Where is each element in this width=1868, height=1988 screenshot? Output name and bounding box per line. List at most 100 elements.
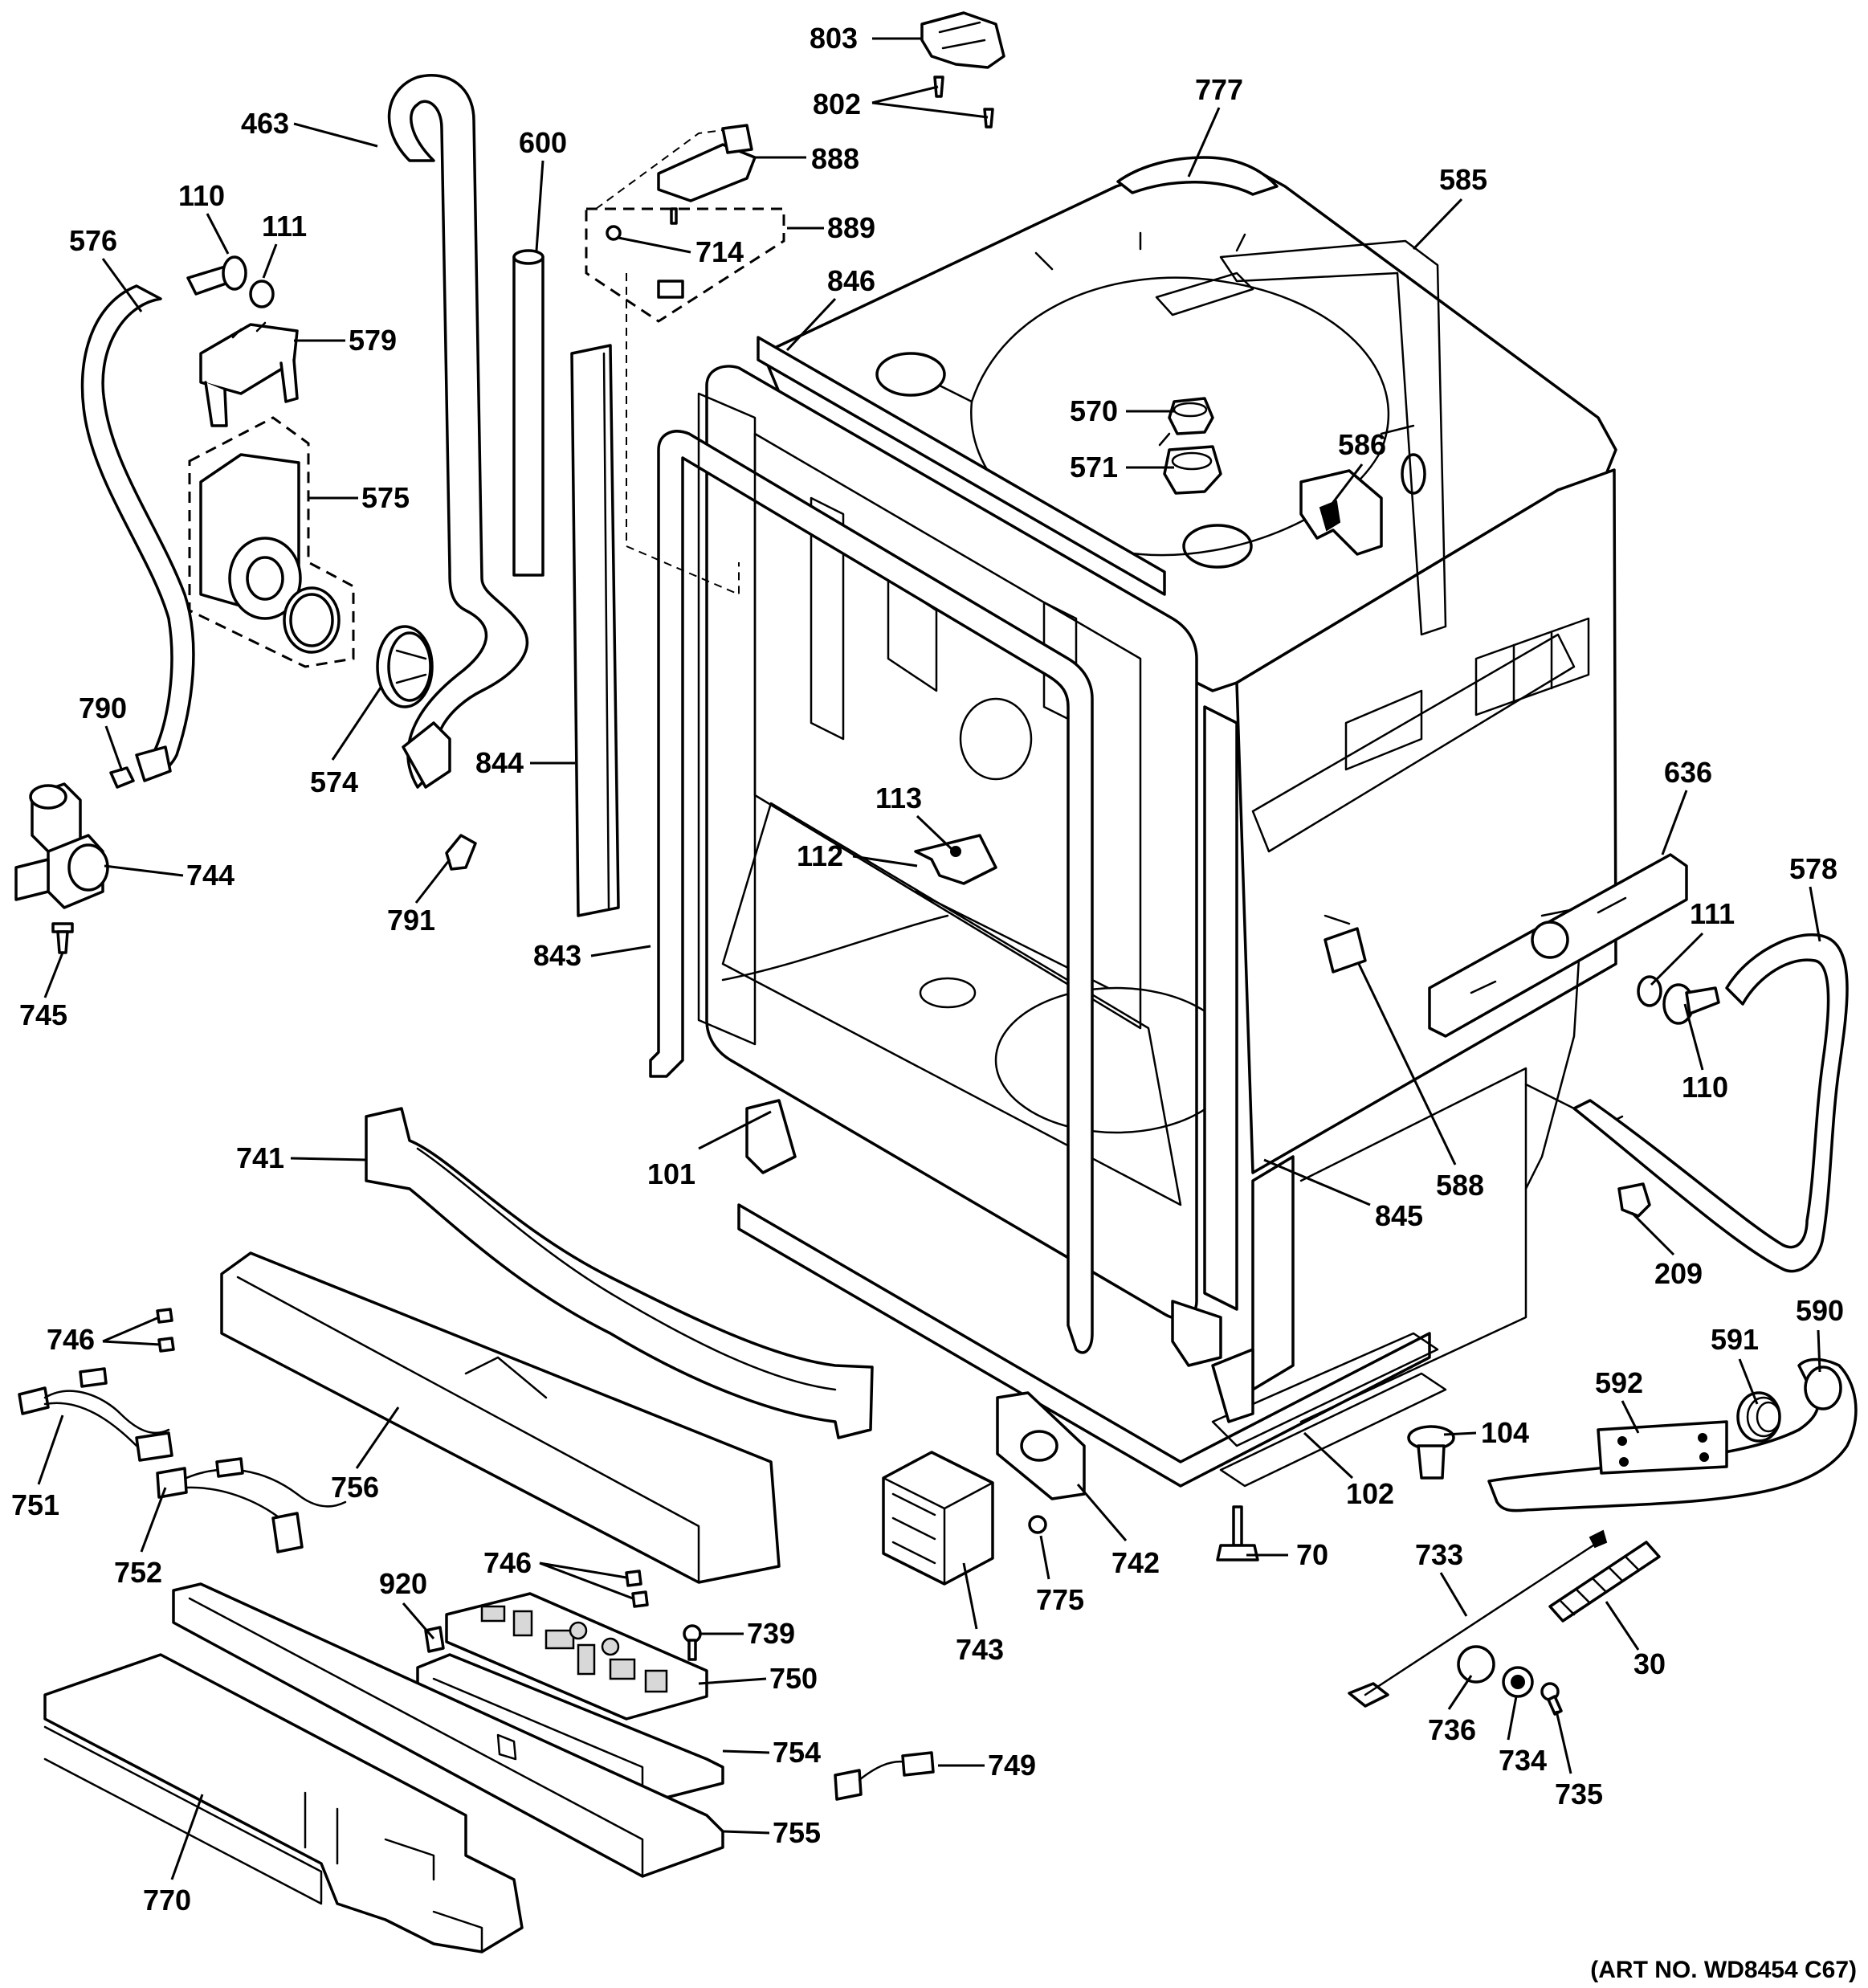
callout-741: 741 — [236, 1141, 284, 1174]
callout-209: 209 — [1654, 1257, 1703, 1290]
grommet-734 — [1502, 1666, 1534, 1698]
box-743 — [882, 1451, 994, 1586]
bracket-755 — [172, 1582, 724, 1878]
leader-line — [206, 213, 230, 255]
callout-755: 755 — [773, 1816, 821, 1849]
cap-104 — [1407, 1425, 1455, 1480]
callout-104: 104 — [1481, 1416, 1529, 1449]
spring-591 — [1736, 1391, 1781, 1443]
screw-745-icon — [51, 922, 74, 954]
callout-102: 102 — [1346, 1477, 1394, 1510]
callout-110: 110 — [178, 179, 225, 212]
callout-845: 845 — [1375, 1199, 1423, 1232]
screw-746-left-icon — [156, 1308, 175, 1353]
callout-889: 889 — [827, 211, 875, 244]
leader-line — [1661, 790, 1688, 855]
bracket-888 — [657, 124, 757, 202]
callout-803: 803 — [810, 22, 858, 55]
leader-line — [140, 1487, 167, 1553]
leader-line — [916, 814, 954, 851]
leader-line — [170, 1794, 204, 1880]
group-889-outline — [585, 207, 785, 323]
callout-802: 802 — [813, 88, 861, 120]
leader-line — [590, 945, 651, 957]
callout-791: 791 — [387, 904, 435, 937]
leveling-leg-70 — [1216, 1505, 1259, 1561]
screw-746-center-icon — [625, 1570, 649, 1608]
callout-735: 735 — [1555, 1778, 1603, 1810]
leader-line — [698, 1110, 772, 1150]
callout-111: 111 — [262, 210, 307, 243]
harness-749 — [834, 1751, 935, 1801]
callout-111: 111 — [1690, 897, 1735, 930]
leader-line — [1263, 1158, 1371, 1206]
group-888-outline — [595, 129, 724, 210]
callout-750: 750 — [769, 1662, 818, 1695]
callout-746: 746 — [47, 1323, 95, 1356]
fitting-570 — [1168, 397, 1214, 435]
callout-752: 752 — [114, 1556, 162, 1589]
screw-113-icon — [950, 846, 961, 857]
screw-739-icon — [683, 1624, 702, 1661]
callout-777: 777 — [1195, 73, 1243, 106]
bracket-592 — [1597, 1420, 1728, 1475]
leader-line — [1076, 1484, 1128, 1541]
fitting-110-left — [186, 255, 247, 296]
screw-714-icon — [606, 207, 684, 299]
pad-777 — [1116, 156, 1279, 196]
art-number: (ART NO. WD8454 C67) — [1590, 1957, 1857, 1983]
leader-line — [722, 1749, 770, 1754]
screw-802-icon — [933, 76, 994, 129]
callout-736: 736 — [1428, 1713, 1476, 1746]
bracket-742 — [996, 1391, 1086, 1500]
callout-843: 843 — [533, 939, 581, 972]
leader-line — [1187, 107, 1221, 178]
sump-hose-590 — [1487, 1357, 1858, 1512]
leader-line — [1330, 463, 1364, 505]
callout-733: 733 — [1415, 1538, 1463, 1571]
callout-574: 574 — [310, 765, 358, 798]
callout-751: 751 — [11, 1488, 59, 1521]
callout-746: 746 — [483, 1546, 532, 1579]
callout-844: 844 — [475, 746, 524, 779]
wire-guide-outline — [626, 273, 740, 596]
callout-70: 70 — [1296, 1538, 1328, 1571]
callout-570: 570 — [1070, 394, 1118, 427]
leader-line — [1507, 1696, 1518, 1741]
switch-803 — [920, 11, 1005, 69]
leader-line — [1738, 1358, 1759, 1405]
callout-592: 592 — [1595, 1366, 1643, 1399]
insulation-770 — [43, 1653, 524, 1953]
leader-line — [1555, 1710, 1572, 1774]
leader-line — [414, 859, 451, 904]
bracket-112 — [914, 834, 997, 885]
harness-751 — [18, 1367, 173, 1462]
wheel-574 — [376, 625, 434, 708]
water-valve-744 — [14, 782, 109, 909]
screw-735-icon — [1540, 1682, 1563, 1716]
callout-770: 770 — [143, 1884, 191, 1917]
leader-line — [1650, 932, 1704, 986]
spring-30 — [1548, 1541, 1661, 1623]
callout-588: 588 — [1436, 1169, 1484, 1202]
washer-111-left — [249, 280, 275, 308]
leader-line — [290, 1157, 367, 1161]
tube-600 — [512, 249, 544, 577]
connector-588 — [1324, 914, 1367, 974]
leader-line — [1303, 1431, 1354, 1480]
callout-743: 743 — [956, 1633, 1004, 1666]
fitting-110-right — [1662, 983, 1720, 1025]
callout-579: 579 — [349, 324, 397, 357]
callout-749: 749 — [988, 1749, 1036, 1782]
callout-745: 745 — [19, 998, 67, 1031]
leader-line — [618, 236, 691, 254]
leader-line — [1439, 1572, 1468, 1617]
leader-line — [102, 1340, 161, 1346]
screw-775-icon — [1028, 1515, 1047, 1534]
fill-hose-576 — [80, 284, 195, 782]
callout-112: 112 — [797, 839, 843, 872]
leader-line — [722, 1830, 770, 1835]
callout-734: 734 — [1499, 1744, 1547, 1777]
callout-30: 30 — [1633, 1647, 1666, 1680]
callout-463: 463 — [241, 107, 289, 140]
